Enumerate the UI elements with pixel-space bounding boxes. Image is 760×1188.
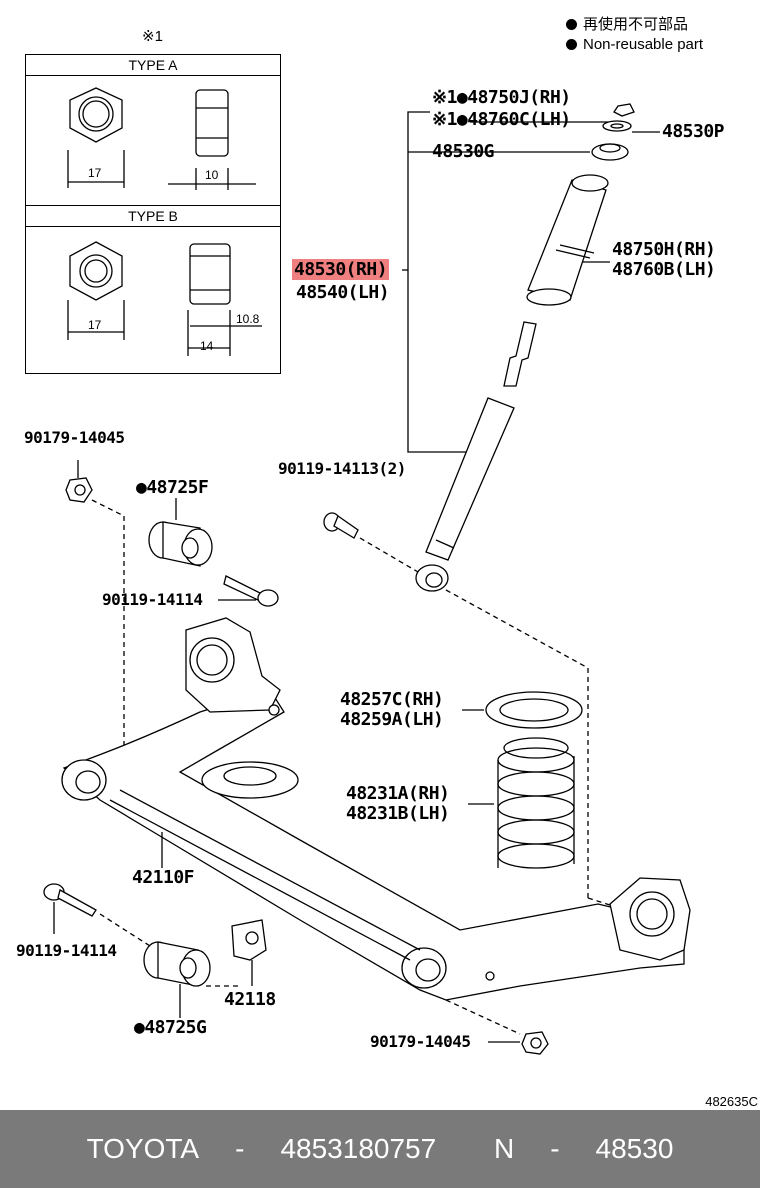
shock-cushion-48530g [591,143,629,161]
label-48231b[interactable]: 48231B(LH) [346,803,450,824]
type-b-total: 14 [200,339,214,353]
footer-group-prefix: N [493,1133,515,1164]
shock-absorber [415,321,537,592]
bracket-42118 [231,919,267,961]
label-90119-14113[interactable]: 90119-14113(2) [278,459,406,478]
type-a-title: TYPE A [26,55,280,76]
bullet-icon [566,19,577,30]
nut-type-b-top-view [67,241,125,340]
nut-type-inset: TYPE A TYPE B [25,54,281,374]
label-48750h[interactable]: 48750H(RH) [612,239,716,260]
bolt-90119-14113 [323,512,359,539]
label-48540-lh[interactable]: 48540(LH) [296,282,390,303]
nut-type-a-side-view [168,89,256,190]
bolt-90119-14114-lower [43,883,97,917]
coil-spring [497,737,575,869]
label-48725g[interactable]: ●48725G [134,1017,207,1038]
label-48257c[interactable]: 48257C(RH) [340,689,444,710]
label-48530-rh[interactable]: 48530(RH) [292,259,390,280]
footer-group-code: 48530 [595,1133,674,1164]
footer-separator-2: - [550,1133,560,1164]
nut-type-a-top-view [67,87,125,188]
type-a-width: 17 [88,166,102,180]
type-b-title: TYPE B [26,205,280,227]
bushing-48725f [148,521,213,567]
type-b-height: 10.8 [236,312,260,326]
type-a-height: 10 [205,168,219,182]
nut-90179-top [65,477,93,503]
legend-en: Non-reusable part [566,36,703,54]
label-90119-14114-upper[interactable]: 90119-14114 [102,590,203,609]
bolt-90119-14114-upper [223,575,279,607]
footer-brand: TOYOTA [86,1133,200,1164]
note-mark: ※1 [142,28,163,45]
label-48750j[interactable]: ※1●48750J(RH) [432,87,571,108]
dust-boot [526,174,609,306]
label-48231a[interactable]: 48231A(RH) [346,783,450,804]
nut-90179-bottom [521,1031,549,1055]
label-42110f[interactable]: 42110F [132,867,195,888]
footer-part-number: 4853180757 [280,1133,437,1164]
bushing-48725g [143,941,211,987]
label-90179-upper[interactable]: 90179-14045 [24,428,125,447]
label-90179-lower[interactable]: 90179-14045 [370,1032,471,1051]
label-48530p[interactable]: 48530P [662,121,725,142]
label-90119-14114-lower[interactable]: 90119-14114 [16,941,117,960]
type-b-width: 17 [88,318,102,332]
bullet-icon [566,39,577,50]
rear-axle-beam [61,617,691,1001]
upper-nut [613,103,635,117]
label-48760c[interactable]: ※1●48760C(LH) [432,109,571,130]
legend-jp: 再使用不可部品 [566,16,688,34]
footer-separator: - [235,1133,245,1164]
label-48259a[interactable]: 48259A(LH) [340,709,444,730]
label-48530g[interactable]: 48530G [432,141,495,162]
parts-diagram [43,87,691,1055]
washer-48530p [602,120,632,132]
part-footer: TOYOTA - 4853180757 N - 48530 [0,1110,760,1188]
label-48760b[interactable]: 48760B(LH) [612,259,716,280]
illustration-code: 482635C [705,1094,758,1109]
spring-seat [485,691,583,729]
label-42118[interactable]: 42118 [224,989,276,1010]
highlighted-part: 48530(RH) [292,259,390,280]
label-48725f[interactable]: ●48725F [136,477,209,498]
nut-type-b-side-view [187,243,262,356]
